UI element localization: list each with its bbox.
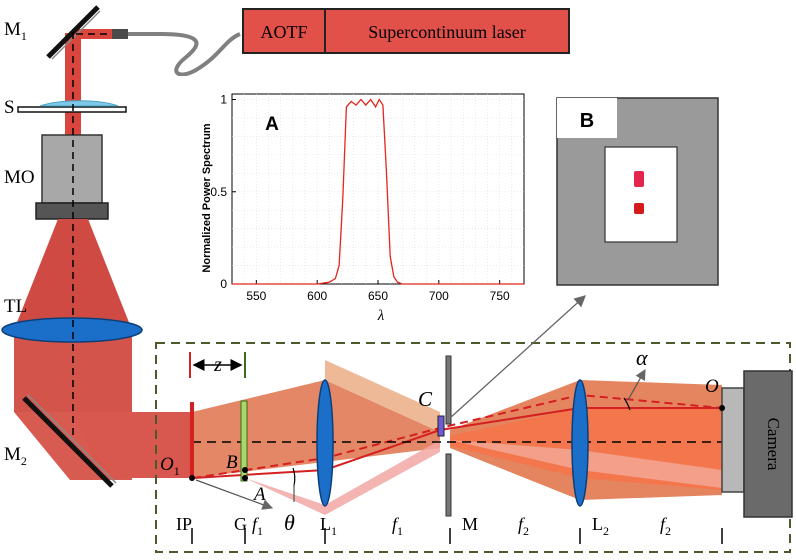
bottom-label-main: IP: [176, 514, 192, 534]
point-a: [242, 475, 248, 481]
inset-b-label: B: [580, 110, 594, 132]
x-tick-label: 700: [429, 289, 449, 303]
x-tick-label: 600: [307, 289, 327, 303]
spot-upper: [634, 171, 644, 187]
alpha-arc: [623, 397, 631, 411]
label-b: B: [226, 452, 238, 473]
mirror-m2-face: [27, 394, 117, 484]
bottom-label-main: f: [252, 514, 260, 534]
grating-g: [240, 400, 248, 482]
label-m2: M2: [4, 444, 27, 468]
bottom-label-main: f: [660, 514, 668, 534]
mask-m-bottom: [445, 453, 452, 517]
beam-orange-upper: [192, 380, 440, 478]
label-mo: MO: [4, 167, 35, 188]
bottom-label-main: M: [462, 514, 478, 534]
label-c: C: [418, 387, 433, 411]
beam-tan-upper: [325, 360, 440, 432]
bottom-label: G: [234, 514, 247, 534]
aperture-c: [437, 415, 445, 437]
spectrum-chart: 550 600 650 700 750 0 0.5 1: [210, 93, 525, 303]
point-o1: [189, 475, 195, 481]
mirror-m2: [22, 396, 114, 488]
bottom-label-main: f: [518, 514, 526, 534]
bottom-label-sub: 2: [603, 524, 609, 538]
bottom-label-sub: 1: [257, 524, 263, 538]
inset-a-xlabel: λ: [377, 308, 385, 324]
objective-base: [35, 202, 109, 220]
bottom-label: f1: [252, 514, 263, 538]
bottom-label-sub: 2: [523, 524, 529, 538]
x-tick-label: 750: [490, 289, 510, 303]
mask-m-top: [445, 355, 452, 425]
sample-slide: [17, 106, 127, 113]
label-o: O: [705, 376, 719, 397]
label-tl: TL: [4, 296, 27, 317]
bottom-label-main: G: [234, 514, 247, 534]
bottom-label: f2: [518, 514, 529, 538]
bottom-label-sub: 2: [665, 524, 671, 538]
spot-lower: [634, 203, 644, 214]
inset-b-pointer: [449, 295, 586, 419]
laser-box: [324, 8, 570, 54]
chart-plot-area: [231, 93, 525, 285]
bottom-label-main: L: [320, 514, 331, 534]
bottom-label: L2: [592, 514, 609, 538]
sample-drop: [39, 100, 119, 107]
inset-b-label-bg: [557, 98, 617, 138]
bottom-label-main: L: [592, 514, 603, 534]
x-tick-label: 550: [246, 289, 266, 303]
laser-label: Supercontinuum laser: [368, 22, 525, 42]
camera-body: [743, 370, 793, 518]
label-a: A: [252, 484, 266, 505]
bottom-label: M: [462, 514, 478, 534]
bottom-label: IP: [176, 514, 192, 534]
bottom-label-main: f: [392, 514, 400, 534]
x-tick-label: 650: [368, 289, 388, 303]
y-tick-label: 0: [220, 277, 227, 291]
spectrum-line: [232, 98, 524, 285]
beam-horizontal-main: [70, 412, 192, 478]
aotf-box: [242, 8, 326, 54]
fiber-cable: [128, 32, 241, 77]
label-theta: θ: [284, 510, 295, 535]
aotf-label: AOTF: [260, 22, 307, 42]
bottom-label: f2: [660, 514, 671, 538]
bottom-label-sub: 1: [397, 524, 403, 538]
objective-body: [41, 134, 103, 204]
bottom-label: f1: [392, 514, 403, 538]
bottom-label-sub: 1: [331, 524, 337, 538]
lens-l1: [316, 379, 334, 507]
label-z: z: [213, 354, 222, 376]
lens-l2: [571, 379, 589, 507]
point-o: [719, 405, 725, 411]
camera-mount: [721, 387, 745, 493]
o1-pointer: [195, 479, 274, 510]
bottom-label: L1: [320, 514, 337, 538]
y-tick-label: 1: [220, 93, 227, 107]
fiber-connector: [112, 29, 128, 39]
theta-arc: [292, 467, 296, 487]
label-s: S: [4, 97, 15, 118]
inset-b-window: [604, 146, 678, 243]
y-tick-label: 0.5: [210, 185, 227, 199]
alpha-pointer: [627, 368, 646, 401]
point-b: [242, 467, 248, 473]
tube-lens: [1, 317, 143, 343]
inset-a-label: A: [265, 114, 279, 135]
label-alpha: α: [636, 345, 648, 370]
camera-label: Camera: [764, 418, 783, 471]
inset-a-ylabel: Normalized Power Spectrum: [201, 123, 213, 272]
label-o1: O1: [160, 454, 180, 478]
label-m1: M1: [4, 19, 27, 43]
mirror-m1-face: [51, 10, 101, 60]
